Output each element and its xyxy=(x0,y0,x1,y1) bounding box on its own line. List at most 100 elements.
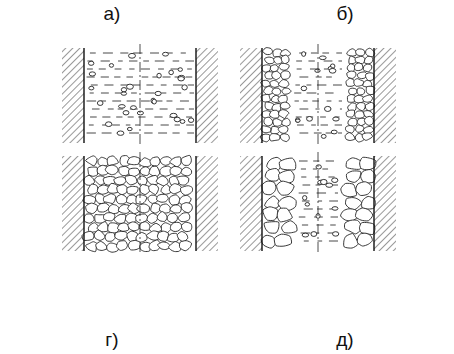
gas-bubble xyxy=(109,64,113,68)
liquid-dash xyxy=(161,85,167,86)
particle xyxy=(282,88,291,94)
gas-bubble xyxy=(119,105,126,109)
particle xyxy=(96,241,107,250)
liquid-dash xyxy=(186,117,192,118)
gas-bubble xyxy=(331,130,337,134)
particle xyxy=(86,156,97,166)
gas-bubble xyxy=(127,127,132,130)
particle xyxy=(279,158,296,170)
gas-bubble xyxy=(302,233,308,237)
liquid-dash xyxy=(322,169,328,170)
gas-bubble xyxy=(319,56,326,60)
liquid-dash xyxy=(296,61,302,62)
liquid-dash xyxy=(316,225,323,226)
gas-bubble xyxy=(311,232,317,237)
particle xyxy=(127,186,138,194)
particle xyxy=(365,73,374,81)
particle xyxy=(348,118,357,126)
liquid-dash xyxy=(126,125,131,126)
particle xyxy=(170,166,182,175)
liquid-dash xyxy=(172,133,179,134)
gas-bubble xyxy=(324,106,330,111)
liquid-dash xyxy=(158,69,164,70)
liquid-dash xyxy=(297,125,304,126)
wall-surface xyxy=(261,156,262,251)
liquid-dash xyxy=(297,69,302,70)
liquid-dash xyxy=(295,101,299,102)
liquid-dash xyxy=(90,93,94,94)
pipe-section xyxy=(62,152,218,255)
liquid-dash xyxy=(145,93,155,94)
gas-bubble xyxy=(89,72,95,76)
gas-bubble xyxy=(163,52,169,56)
liquid-dash xyxy=(340,109,342,110)
liquid-dash xyxy=(186,125,194,126)
wall-surface xyxy=(195,156,196,251)
liquid-dash xyxy=(299,161,308,162)
liquid-dash xyxy=(143,61,149,62)
particle xyxy=(83,196,96,204)
pipe-wall xyxy=(240,156,262,251)
wall-surface xyxy=(373,48,374,143)
liquid-dash xyxy=(329,201,338,202)
gas-bubble xyxy=(305,203,310,207)
particle xyxy=(270,65,278,72)
panel-letter: б) xyxy=(336,4,353,23)
liquid-dash xyxy=(300,109,309,110)
gas-bubble xyxy=(155,91,161,95)
particle xyxy=(355,208,372,221)
liquid-dash xyxy=(316,77,322,78)
particle xyxy=(170,205,181,213)
liquid-dash xyxy=(112,101,121,102)
liquid-dash xyxy=(335,125,342,126)
liquid-dash xyxy=(144,133,152,134)
gas-bubble xyxy=(121,88,126,92)
liquid-dash xyxy=(114,77,120,78)
particle xyxy=(277,208,292,222)
particle xyxy=(282,221,298,233)
particle xyxy=(264,57,274,64)
particle xyxy=(127,157,140,165)
liquid-dash xyxy=(92,109,100,110)
liquid-dash xyxy=(315,177,320,178)
particle xyxy=(157,231,168,241)
pipe-wall xyxy=(196,156,218,251)
particle xyxy=(273,119,283,127)
liquid-dash xyxy=(308,61,314,62)
liquid-dash xyxy=(141,69,150,70)
liquid-dash xyxy=(296,117,302,118)
liquid-dash xyxy=(91,85,98,86)
liquid-dash xyxy=(176,109,184,110)
particle xyxy=(274,234,291,246)
gas-bubble xyxy=(333,117,339,121)
gas-bubble xyxy=(301,86,307,91)
particle xyxy=(269,110,279,118)
liquid-dash xyxy=(189,109,194,110)
liquid-dash xyxy=(295,85,299,86)
liquid-dash xyxy=(160,109,168,110)
liquid-dash xyxy=(333,85,342,86)
liquid-dash xyxy=(158,133,167,134)
liquid-dash xyxy=(89,125,94,126)
pipe-wall xyxy=(196,48,218,143)
liquid-dash xyxy=(301,169,306,170)
wall-surface xyxy=(83,48,84,143)
liquid-dash xyxy=(301,177,306,178)
particle xyxy=(346,171,360,182)
liquid-dash xyxy=(321,125,328,126)
liquid-dash xyxy=(335,193,338,194)
particle xyxy=(170,222,182,231)
gas-bubble xyxy=(307,116,313,121)
liquid-dash xyxy=(161,125,169,126)
particle xyxy=(103,213,114,221)
particle xyxy=(86,203,98,214)
particle xyxy=(277,181,294,195)
particle xyxy=(107,156,118,166)
gas-bubble xyxy=(332,207,338,211)
liquid-dash xyxy=(102,117,110,118)
gas-bubble xyxy=(188,118,193,123)
liquid-dash xyxy=(294,93,301,94)
liquid-dash xyxy=(133,53,142,54)
particle xyxy=(272,88,281,95)
particle xyxy=(116,241,127,251)
